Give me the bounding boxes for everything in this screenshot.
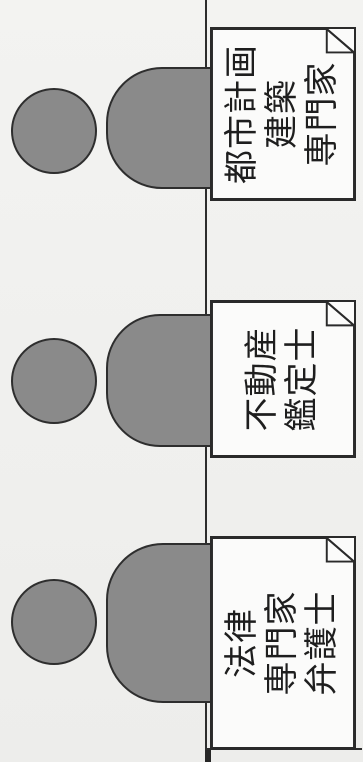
body-icon [106, 314, 214, 447]
placard-fold-icon [212, 302, 354, 456]
placard-text-legal: 法律 専門家 弁護士 [190, 586, 363, 700]
placard-text-real-estate: 不動産 鑑定士 [218, 322, 348, 436]
body-icon [106, 543, 219, 703]
placard-line-appraisal-2: 鑑定士 [282, 326, 322, 432]
placard-line-urban-3: 専門家 [301, 61, 342, 167]
placard-line-urban-2: 建築 [262, 79, 303, 149]
placard-legal-specialist: 法律 専門家 弁護士 [210, 536, 356, 750]
head-icon [11, 579, 97, 665]
placard-line-legal-2: 専門家 [262, 590, 303, 696]
placard-fold-icon [212, 29, 354, 199]
person-figure-bottom [0, 520, 219, 720]
placard-real-estate-appraiser: 不動産 鑑定士 [210, 300, 356, 458]
placard-fold-icon [212, 538, 354, 748]
head-icon [11, 88, 97, 174]
placard-line-urban-1: 都市計画 [222, 44, 263, 184]
body-icon [106, 67, 217, 189]
head-icon [11, 338, 97, 424]
placard-text-urban-planning: 都市計画 建築 専門家 [210, 44, 356, 184]
placard-line-legal-1: 法律 [222, 608, 263, 678]
person-figure-top [0, 44, 217, 244]
placard-line-appraisal-1: 不動産 [242, 326, 283, 432]
placard-urban-planning: 都市計画 建築 専門家 [210, 27, 356, 201]
placard-line-legal-3: 弁護士 [301, 590, 342, 696]
table-shadow [205, 750, 211, 762]
person-figure-middle [0, 281, 214, 481]
